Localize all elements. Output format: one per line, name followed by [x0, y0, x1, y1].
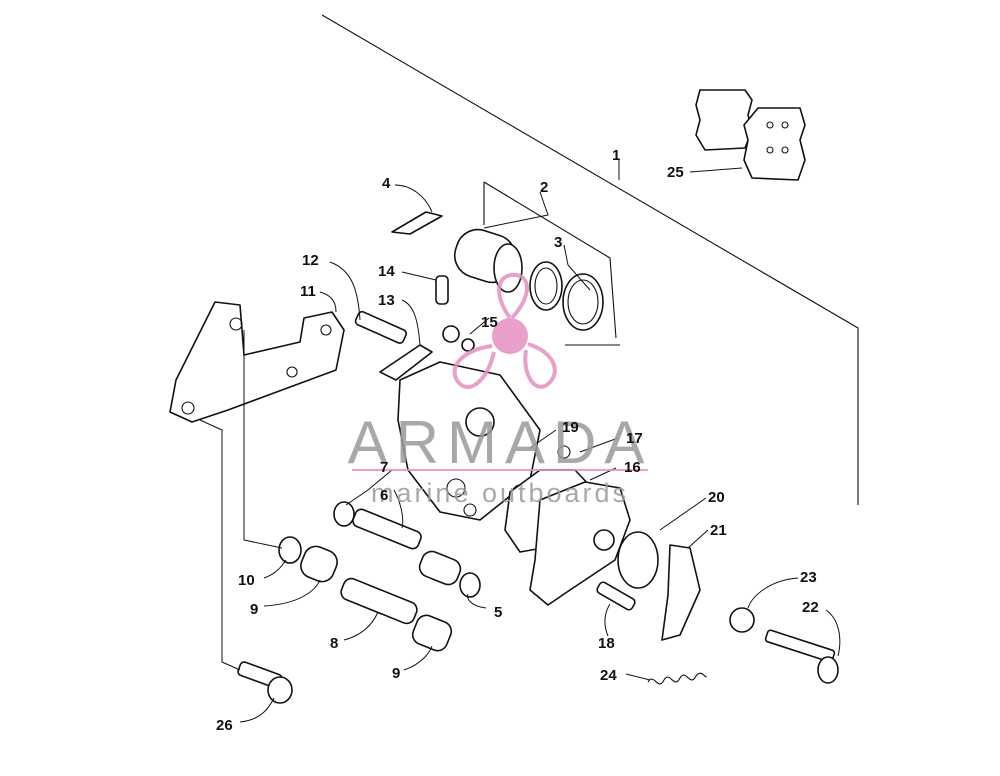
return-spring [647, 672, 707, 685]
assembly-boundary [321, 14, 859, 505]
callout-17: 17 [626, 430, 643, 447]
callout-numbers: 1 2 3 4 5 6 7 8 9 9 10 11 12 13 14 15 16… [216, 147, 819, 734]
callout-15: 15 [481, 314, 498, 331]
pad-spring [391, 211, 443, 235]
callout-26: 26 [216, 717, 233, 734]
callout-16: 16 [624, 459, 641, 476]
banjo-fitting [442, 325, 475, 352]
brake-pads [695, 89, 806, 181]
callout-19: 19 [562, 419, 579, 436]
bleeder-valve [435, 275, 449, 305]
callout-10: 10 [238, 572, 255, 589]
callout-3: 3 [554, 234, 562, 251]
watermark-tagline: marine outboards [371, 478, 629, 508]
callout-24: 24 [600, 667, 617, 684]
watermark-brand: ARMADA [348, 409, 653, 476]
slide-pins-and-bushings [278, 501, 481, 652]
armada-watermark: ARMADA marine outboards [348, 272, 653, 508]
callout-7: 7 [380, 459, 388, 476]
callout-14: 14 [378, 263, 395, 280]
callout-9b: 9 [392, 665, 400, 682]
leader-lines [199, 160, 841, 723]
caliper-cover [529, 481, 631, 606]
callout-22: 22 [802, 599, 819, 616]
callout-12: 12 [302, 252, 319, 269]
callout-4: 4 [382, 175, 391, 192]
callout-1: 1 [612, 147, 620, 164]
callout-5: 5 [494, 604, 502, 621]
callout-23: 23 [800, 569, 817, 586]
callout-20: 20 [708, 489, 725, 506]
callout-8: 8 [330, 635, 338, 652]
callout-2: 2 [540, 179, 548, 196]
cam-and-lever [617, 531, 701, 641]
callout-18: 18 [598, 635, 615, 652]
callout-13: 13 [378, 292, 395, 309]
nut-and-bolt-22 [729, 607, 839, 684]
mounting-bracket [169, 301, 345, 423]
bolt-and-lock-plate [354, 310, 433, 381]
callout-21: 21 [710, 522, 727, 539]
caliper-body [397, 361, 541, 521]
callout-6: 6 [380, 487, 388, 504]
callout-11: 11 [300, 283, 316, 300]
bolt-18 [596, 581, 636, 611]
callout-9a: 9 [250, 601, 258, 618]
callout-25: 25 [667, 164, 684, 181]
propeller-logo-icon [452, 272, 557, 389]
bolt-26 [237, 661, 293, 704]
